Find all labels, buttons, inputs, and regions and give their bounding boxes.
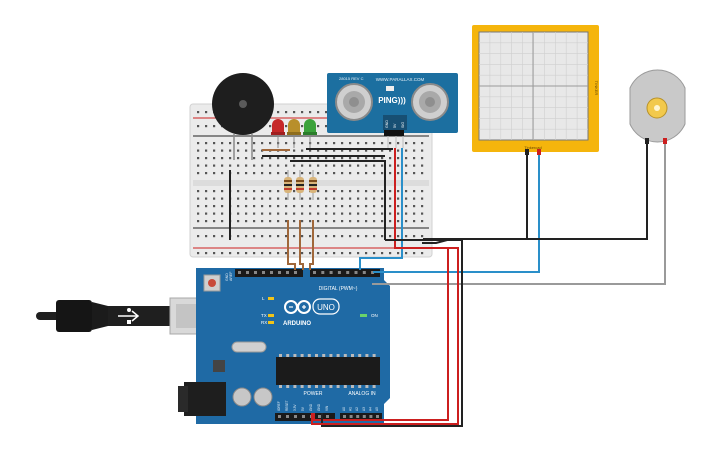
wire-motor-gnd [422, 144, 648, 244]
rx-label: RX [261, 320, 267, 325]
analog-header [340, 413, 382, 421]
resistor-2[interactable] [296, 170, 304, 200]
sensor-pin-sig-label: SIG [401, 122, 405, 128]
sensor-rev-label: 28015 REV C [339, 76, 364, 81]
analog-in-label: ANALOG IN [348, 391, 376, 397]
power-pin-label: IOREF [277, 401, 281, 411]
analog-pin-label: A0 [342, 407, 346, 411]
wire-motor-signal [372, 144, 666, 285]
power-pin-labels: IOREF RESET 3.3V 5V GND GND VIN [277, 400, 329, 411]
wire-led1 [287, 220, 296, 270]
plotter-bottom-label: Tinkercad [524, 145, 541, 150]
gnd-label: GND [225, 273, 229, 281]
aref-label: AREF [229, 272, 233, 281]
analog-pin-label: A4 [368, 407, 372, 411]
breadboard-jumpers [229, 148, 403, 240]
power-label: POWER [304, 391, 323, 397]
voltage-regulator [213, 360, 225, 372]
sensor-product-label: PING))) [378, 96, 406, 105]
uno-model-label: UNO [317, 303, 335, 312]
sensor-pin-gnd-label: GND [385, 120, 389, 128]
wires [287, 144, 666, 427]
wire-sensor-signal [359, 232, 403, 270]
capacitor-2 [253, 387, 273, 407]
dc-motor[interactable] [629, 69, 686, 144]
bottom-pins [278, 415, 379, 418]
digital-pwm-label: DIGITAL (PWM~) [319, 286, 358, 292]
wire-plotter-signal [373, 155, 540, 273]
tx-label: TX [261, 313, 267, 318]
usb-cable[interactable] [36, 297, 223, 335]
resistor-1[interactable] [284, 170, 292, 200]
led-yellow[interactable] [287, 119, 301, 148]
arduino-logo [284, 300, 311, 314]
power-pin-label: RESET [285, 400, 289, 411]
sensor-brand-label: WWW.PARALLAX.COM [376, 77, 425, 82]
crystal-oscillator [231, 341, 267, 353]
wire-bb-5v-rail [394, 240, 420, 249]
digital-header-right [310, 269, 380, 277]
analog-pin-label: A1 [349, 407, 353, 411]
atmega-chip [276, 357, 380, 385]
digital-pins [238, 271, 375, 274]
plotter-display[interactable]: TINKER Tinkercad [472, 25, 599, 155]
analog-pin-label: A2 [355, 407, 359, 411]
led-red[interactable] [271, 119, 285, 148]
wire-power-gnd [321, 239, 463, 427]
power-pin-label: GND [317, 403, 321, 411]
sensor-pin-5v-label: 5V [393, 123, 397, 128]
arduino-brand-label: ARDUINO [283, 321, 311, 327]
analog-pin-label: A3 [362, 407, 366, 411]
capacitor-1 [232, 387, 252, 407]
resistor-3[interactable] [309, 170, 317, 200]
power-pin-label: VIN [325, 405, 329, 411]
on-label: ON [371, 313, 378, 318]
wire-plotter-gnd [423, 155, 528, 240]
digital-header-left [235, 269, 303, 277]
arduino-uno-board[interactable]: DIGITAL (PWM~) AREF GND L TX RX ARDUINO … [178, 268, 390, 424]
plotter-side-label: TINKER [594, 81, 599, 96]
piezo-buzzer[interactable] [212, 73, 274, 160]
power-jack [184, 382, 226, 416]
chip-pins [279, 354, 376, 388]
led-l-label: L [262, 296, 265, 301]
analog-pin-label: A5 [375, 407, 379, 411]
reset-button-cap[interactable] [208, 279, 216, 287]
power-pin-label: 3.3V [293, 404, 297, 411]
wire-led2 [299, 220, 304, 270]
wire-led3 [309, 220, 314, 270]
power-pin-label: 5V [301, 406, 305, 411]
wire-power-5v-2 [311, 247, 459, 425]
power-pin-label: GND [309, 403, 313, 411]
led-green[interactable] [303, 119, 317, 148]
ultrasonic-sensor[interactable]: WWW.PARALLAX.COM 28015 REV C PING))) GND… [327, 73, 458, 148]
